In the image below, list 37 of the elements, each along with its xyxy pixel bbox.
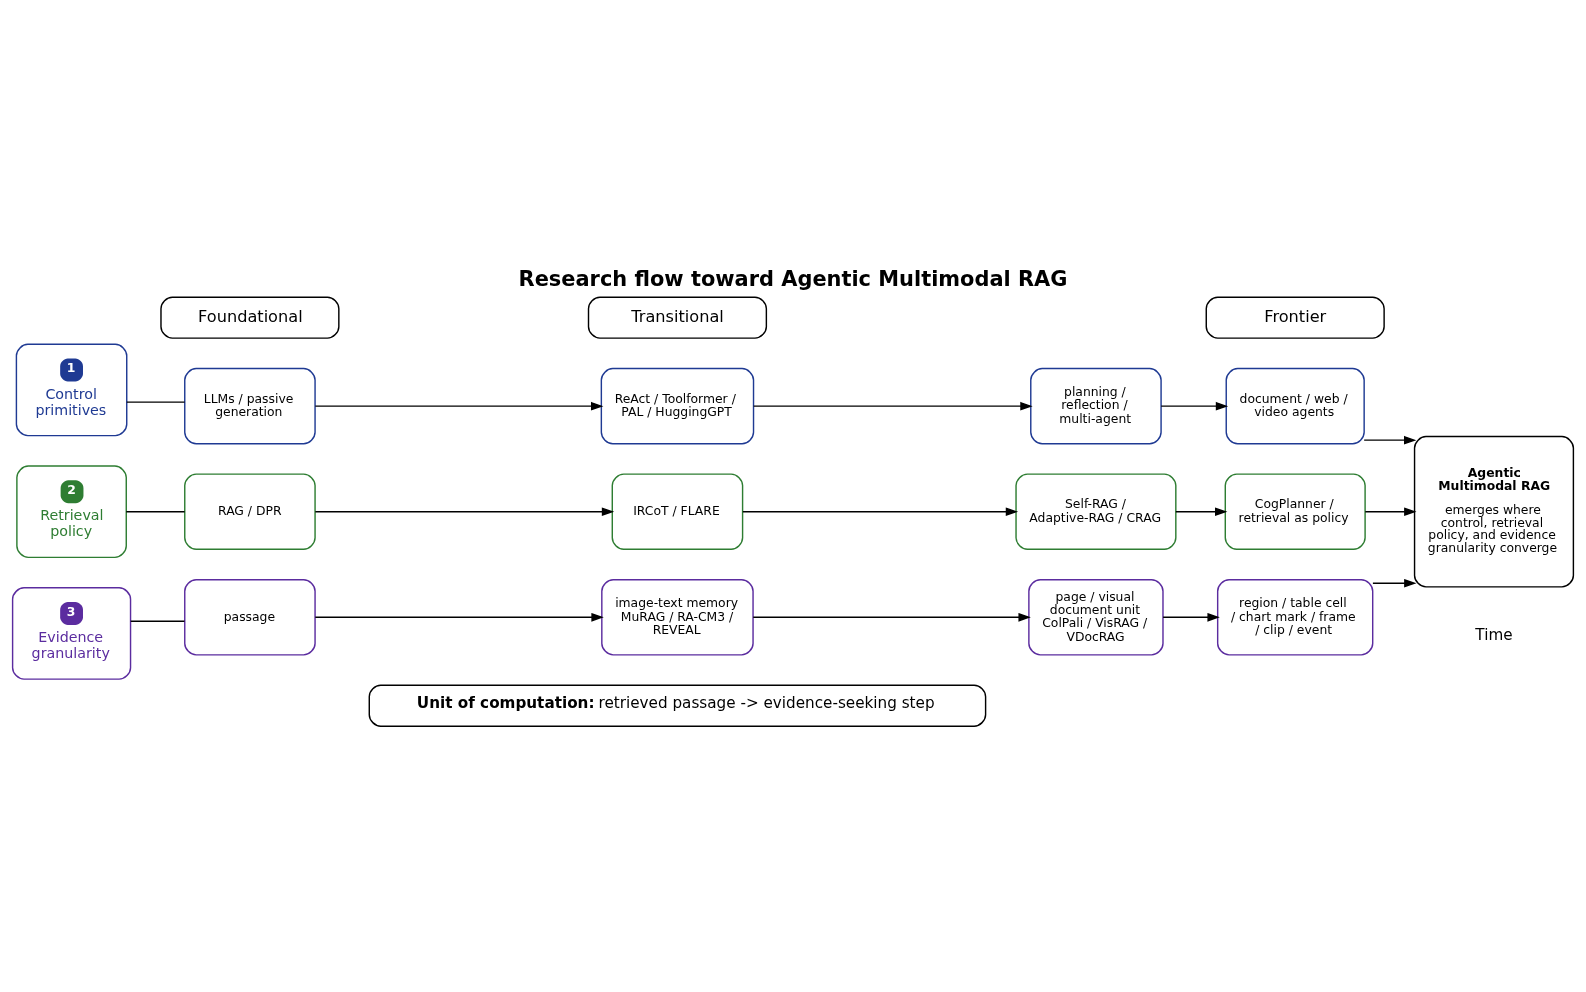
- node-box: 3 Evidence granularity: [11, 586, 132, 680]
- node-box: Foundational: [160, 296, 340, 339]
- node-box: passage: [184, 578, 316, 656]
- arrow: [1160, 401, 1229, 410]
- connector: [126, 400, 186, 403]
- arrow: [314, 506, 615, 516]
- connector: [125, 510, 186, 512]
- arrow: [314, 612, 604, 622]
- node-box: Agentic Multimodal RAG emerges where control, retrieval policy, and evidence granularity converge: [1413, 435, 1575, 588]
- connector: [130, 620, 186, 622]
- arrow: [1364, 506, 1417, 516]
- arrow: [753, 401, 1033, 410]
- arrow: [752, 612, 1031, 622]
- node-box: Self-RAG / Adaptive-RAG / CRAG: [1015, 472, 1177, 550]
- node-box: RAG / DPR: [184, 472, 316, 550]
- arrow: [314, 401, 604, 410]
- arrow: [742, 506, 1019, 516]
- node-box: LLMs / passive generation: [184, 367, 316, 444]
- node-box: image-text memory MuRAG / RA-CM3 / REVEAL: [601, 578, 754, 656]
- node-box: CogPlanner / retrieval as policy: [1224, 472, 1366, 550]
- arrow: [1363, 435, 1417, 444]
- node-box: document / web / video agents: [1225, 367, 1365, 444]
- node-box: region / table cell / chart mark / frame / clip / event: [1216, 578, 1374, 656]
- node-box: Frontier: [1205, 296, 1385, 339]
- node-box: page / visual document unit ColPali / VisRAG / VDocRAG: [1028, 578, 1164, 656]
- arrow: [1372, 578, 1417, 588]
- arrow: [1175, 506, 1228, 516]
- node-box: 1 Control primitives: [15, 343, 128, 436]
- node-box: 2 Retrieval policy: [16, 464, 127, 558]
- label: Time: [1475, 625, 1513, 644]
- node-box: ReAct / Toolformer / PAL / HuggingGPT: [600, 367, 755, 444]
- node-box: IRCoT / FLARE: [611, 472, 744, 550]
- arrow: [1162, 612, 1220, 622]
- node-box: Unit of computation: retrieved passage -> evidence-seeking step: [368, 684, 987, 727]
- node-box: planning / reflection / multi-agent: [1030, 367, 1162, 444]
- node-box: Transitional: [587, 296, 768, 339]
- diagram-title: Research flow toward Agentic Multimodal RAG: [518, 266, 1068, 291]
